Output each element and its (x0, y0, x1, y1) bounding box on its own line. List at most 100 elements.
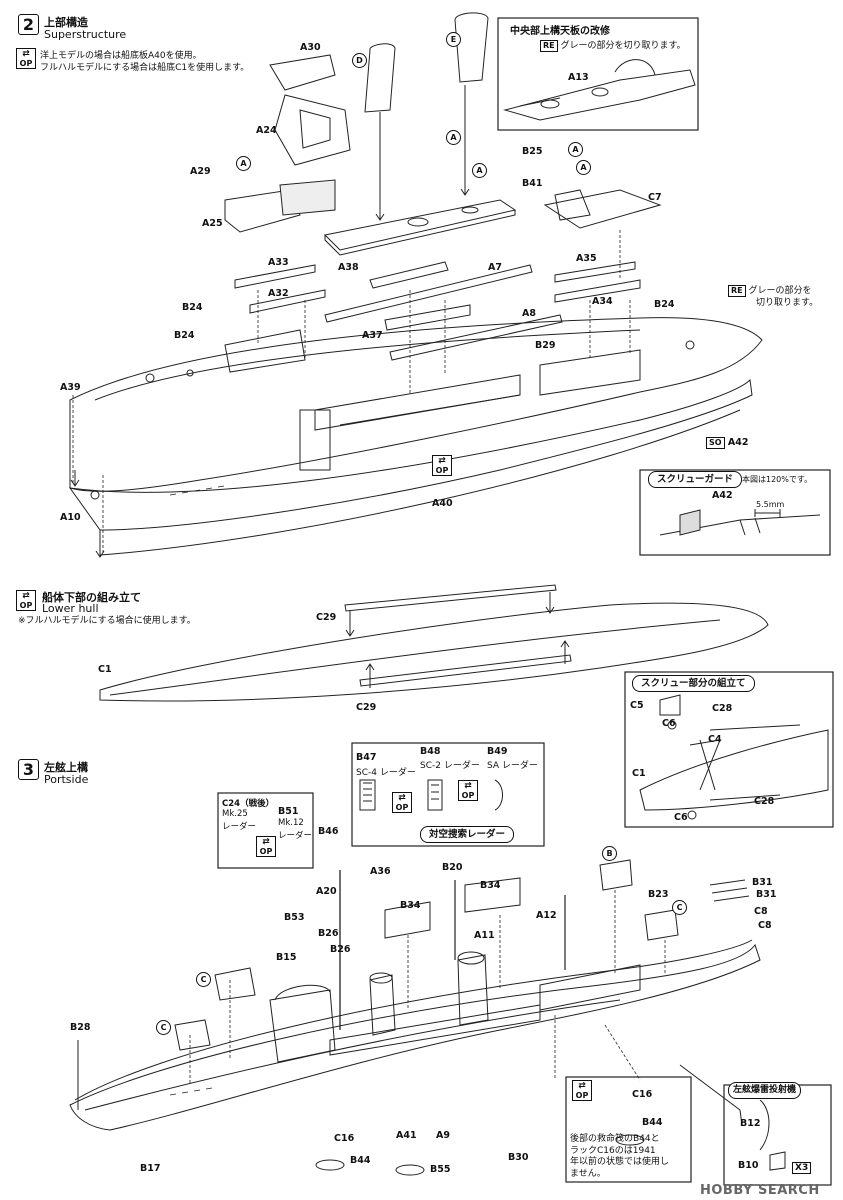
a25-part (224, 189, 301, 233)
a24-part (274, 94, 351, 166)
gun-c-fwd2 (174, 1019, 211, 1051)
part-label-a10: A10 (60, 512, 81, 523)
part-label-c7: C7 (648, 192, 662, 203)
boat-note-b44: B44 (642, 1117, 663, 1128)
section3-title-en: Portside (44, 773, 89, 786)
screw-guard-part: A42 (712, 490, 733, 501)
op-mark-boat-icon: ⇄OP (572, 1080, 592, 1101)
a34-rail (554, 279, 641, 303)
callout-c-icon: C (196, 972, 211, 987)
screw-assembly-title: スクリュー部分の組立て (632, 675, 755, 692)
part-label-b24-c: B24 (654, 299, 675, 310)
depth-charge-qty: X3 (792, 1162, 812, 1174)
part-label-c28-b: C28 (754, 796, 775, 807)
re-note: RE グレーの部分を切り取ります。 (728, 285, 818, 309)
step-number-3: 3 (18, 759, 39, 780)
gun-c-aft (644, 909, 679, 941)
op-mark-c24-icon: ⇄OP (256, 836, 276, 857)
part-label-b31-a: B31 (752, 877, 773, 888)
part-label-c16: C16 (334, 1133, 355, 1144)
part-label-b30: B30 (508, 1152, 529, 1163)
op-mark-icon: ⇄OP (16, 48, 36, 69)
radar-b47-name: SC-4 レーダー (356, 768, 416, 778)
depth-charge-b12: B12 (740, 1118, 761, 1129)
hull-bottom-a40 (68, 378, 753, 531)
radar-b47-part: B47 (356, 752, 377, 763)
portside-hull (69, 943, 761, 1131)
part-label-b46: B46 (318, 826, 339, 837)
callout-a-icon: A (236, 156, 251, 171)
forward-bridge (269, 989, 336, 1063)
a35-rail (554, 261, 636, 283)
b34-racks-2 (464, 877, 521, 913)
part-label-b25: B25 (522, 146, 543, 157)
part-label-a33: A33 (268, 257, 289, 268)
part-label-a36: A36 (370, 866, 391, 877)
a7-rail (324, 264, 533, 323)
part-label-a32: A32 (268, 288, 289, 299)
part-label-a35: A35 (576, 253, 597, 264)
callout-c-icon: C (672, 900, 687, 915)
section2-title-jp: 上部構造 (44, 16, 88, 29)
part-label-a29: A29 (190, 166, 211, 177)
a38-rail (369, 261, 449, 289)
lower-hull-note: ※フルハルモデルにする場合に使用します。 (18, 616, 196, 626)
part-label-a40: A40 (432, 498, 453, 509)
part-label-a34: A34 (592, 296, 613, 307)
b51-line2: レーダー (278, 831, 313, 841)
part-label-b20: B20 (442, 862, 463, 873)
callout-b-icon: B (602, 846, 617, 861)
part-label-a30: A30 (300, 42, 321, 53)
part-label-b26-b: B26 (330, 944, 351, 955)
part-label-c4: C4 (708, 734, 722, 745)
section3-title-jp: 左舷上構 (44, 761, 88, 774)
depth-charge-title: 左舷爆雷投射機 (728, 1082, 802, 1099)
part-label-a41: A41 (396, 1130, 417, 1141)
b51-part: B51 (278, 806, 299, 817)
upper-hull-outline (69, 317, 763, 492)
c24-line2: レーダー (222, 822, 257, 832)
a37-rail (384, 304, 471, 331)
radar-b49-name: SA レーダー (487, 761, 538, 771)
part-label-a24: A24 (256, 125, 277, 136)
callout-a-icon: A (568, 142, 583, 157)
funnel-2 (457, 954, 489, 1026)
part-label-b24-a: B24 (182, 302, 203, 313)
c29-lower (359, 654, 572, 687)
part-label-c29-lower: C29 (356, 702, 377, 713)
radar-b49-part: B49 (487, 746, 508, 757)
screw-guard-scale: 本図は120%です。 (742, 475, 813, 484)
part-label-c8-a: C8 (754, 906, 768, 917)
section2-note-1: 洋上モデルの場合は船底板A40を使用。 (40, 51, 202, 61)
screw-guard-dimension: 5.5mm (756, 500, 785, 509)
part-label-b28: B28 (70, 1022, 91, 1033)
part-label-a38: A38 (338, 262, 359, 273)
b51-line1: Mk.12 (278, 818, 304, 828)
c7-part (543, 189, 662, 229)
part-label-c5: C5 (630, 700, 644, 711)
part-label-a11: A11 (474, 930, 495, 941)
inset-midship-title: 中央部上構天板の改修 (510, 26, 610, 37)
op-mark-lower-icon: ⇄OP (16, 590, 36, 611)
a33-rail (234, 264, 316, 289)
inset-midship-instruction: RE グレーの部分を切り取ります。 (540, 38, 686, 52)
step-number-2: 2 (18, 14, 39, 35)
funnel-1 (369, 974, 396, 1036)
screw-guard-title: スクリューガード (648, 471, 743, 488)
c24-part: C24（戦後） (222, 799, 275, 809)
callout-e-icon: E (446, 32, 461, 47)
part-label-a13: A13 (568, 72, 589, 83)
part-label-b44: B44 (350, 1155, 371, 1166)
part-label-b55: B55 (430, 1164, 451, 1175)
callout-a-icon: A (472, 163, 487, 178)
part-label-a37: A37 (362, 330, 383, 341)
part-label-b34-a: B34 (480, 880, 501, 891)
part-label-b29: B29 (535, 340, 556, 351)
part-label-b17: B17 (140, 1163, 161, 1174)
part-label-c1: C1 (98, 664, 112, 675)
part-label-a25: A25 (202, 218, 223, 229)
section2-note-2: フルハルモデルにする場合は船底C1を使用します。 (40, 63, 250, 73)
callout-c-icon: C (156, 1020, 171, 1035)
callout-a-icon: A (576, 160, 591, 175)
